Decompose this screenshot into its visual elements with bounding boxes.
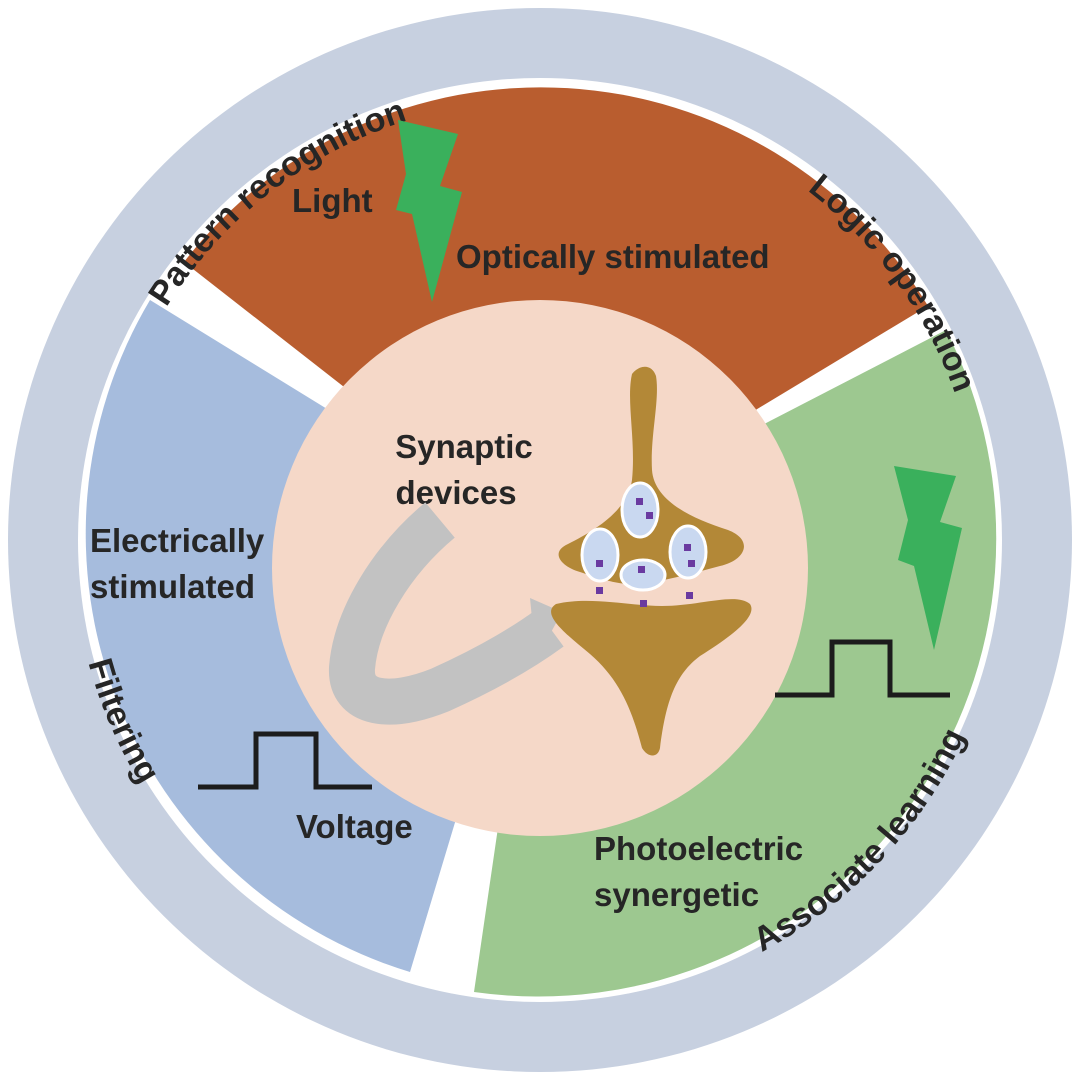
lightning-bolt-icon [396, 120, 462, 302]
photoelectric-title-line1: Photoelectric [594, 830, 803, 867]
center-disc [272, 300, 808, 836]
synaptic-vesicle [580, 527, 620, 583]
center-title-line1: Synaptic [395, 428, 533, 465]
electrical-title-line1: Electrically [90, 522, 265, 559]
postsynaptic-terminal [551, 599, 752, 756]
pulse-signal-icon [775, 639, 950, 698]
synaptic-vesicle [619, 558, 667, 592]
center-title-line2: devices [395, 474, 516, 511]
electrical-title-line2: stimulated [90, 568, 255, 605]
photoelectric-title-line2: synergetic [594, 876, 759, 913]
pulse-signal-icon [198, 731, 372, 790]
lightning-bolt-icon [894, 466, 962, 650]
synaptic-vesicle [620, 481, 660, 539]
synapse-icon [551, 366, 752, 756]
optical-stimulus-label: Light [292, 182, 373, 219]
electrical-stimulus-label: Voltage [296, 808, 413, 845]
optical-segment-title: Optically stimulated [456, 238, 770, 275]
neurotransmitters [596, 498, 695, 607]
synaptic-vesicle [668, 524, 708, 580]
